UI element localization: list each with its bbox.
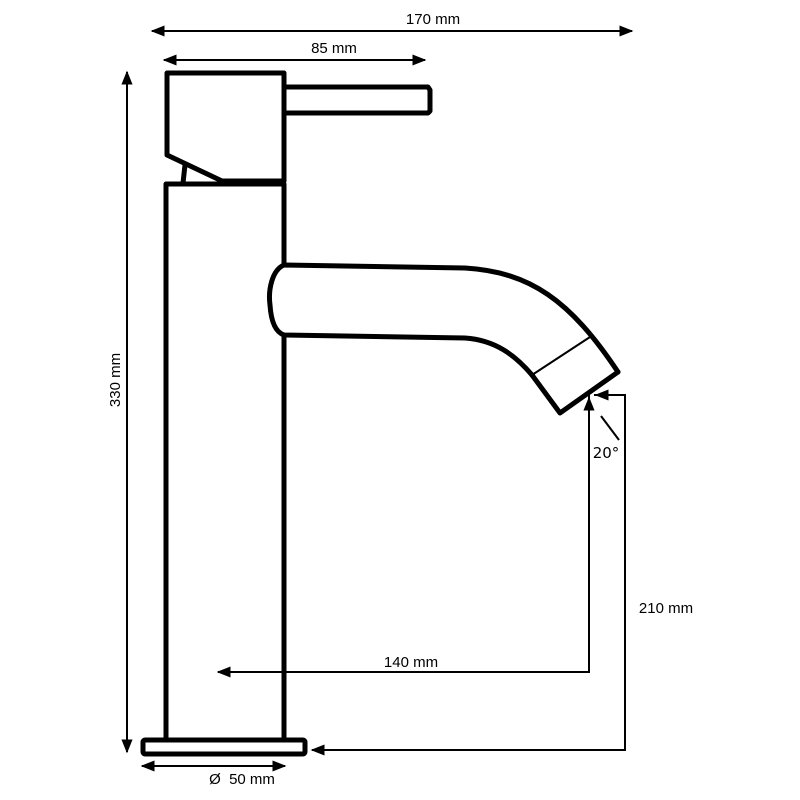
label-50: Ø 50 mm	[209, 771, 275, 788]
handle-lever	[281, 84, 433, 116]
angle-tick	[600, 415, 620, 441]
label-140: 140 mm	[384, 654, 438, 671]
body-column	[163, 181, 287, 743]
faucet-outline	[140, 70, 621, 757]
label-85: 85 mm	[311, 40, 357, 57]
dim-line-210	[310, 394, 626, 756]
handle-leg	[180, 162, 188, 186]
spout	[267, 262, 621, 378]
nozzle	[529, 369, 621, 416]
dim-line-140	[216, 395, 590, 678]
label-210: 210 mm	[639, 600, 693, 617]
label-20deg: 20°	[593, 444, 620, 462]
label-170: 170 mm	[406, 11, 460, 28]
label-330: 330 mm	[107, 353, 124, 407]
base-plate	[140, 737, 308, 757]
